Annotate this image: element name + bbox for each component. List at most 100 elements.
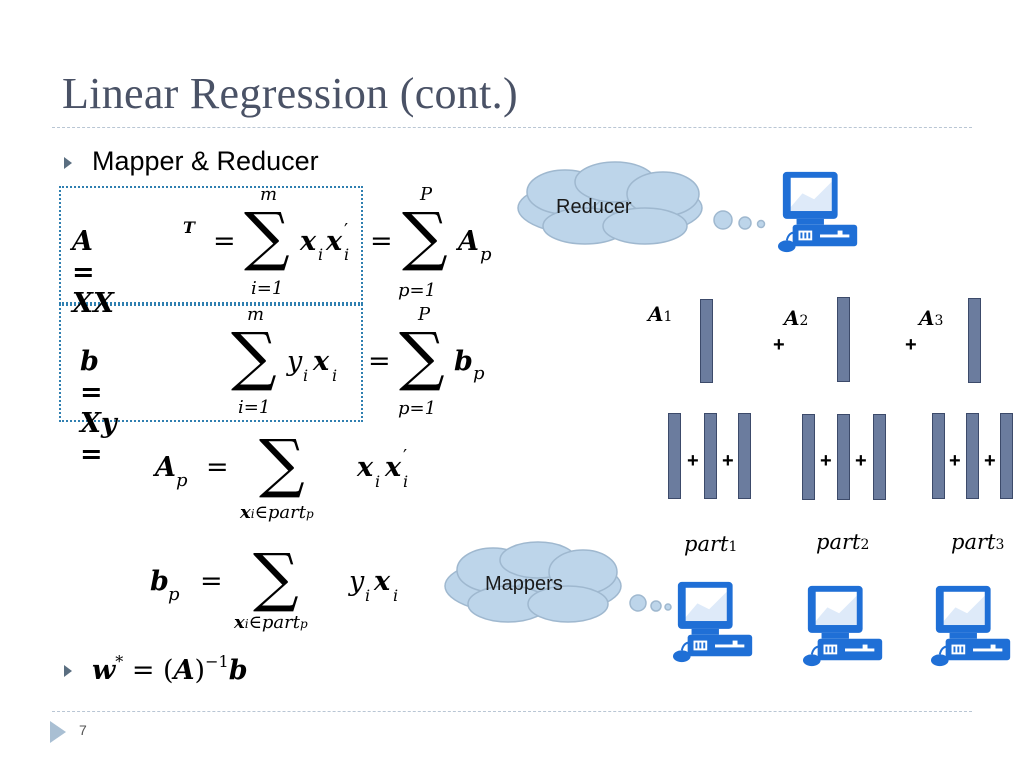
page-number: 7 (79, 722, 87, 738)
reducer-computer-icon (777, 168, 865, 256)
mapper-computer-icon (802, 582, 890, 670)
part-label-1-sub: 1 (728, 539, 738, 555)
eq-bp-lower-x: x (234, 612, 245, 633)
eq-b-upper: m (247, 304, 265, 325)
eq-ap-lhs: A (155, 452, 176, 483)
eq-b-lower: i=1 (238, 397, 271, 418)
part-label-2-name: part (816, 530, 861, 554)
title-divider (52, 127, 972, 128)
plus-sign: + (855, 450, 867, 472)
eq-bp-lhs-sub: p (168, 584, 180, 605)
eq-ap-lower-sub2: p (306, 507, 314, 521)
eq-bp-lower-sub: i (244, 617, 249, 631)
part-label-3-sub: 3 (995, 537, 1005, 553)
eq-ap-lhs-sub: p (176, 470, 188, 491)
part-label-1: part1 (684, 532, 737, 556)
a-label-3-name: A (919, 306, 935, 330)
part2-bar (873, 414, 886, 500)
footer-triangle-icon (50, 721, 66, 743)
eq-w-eq: = ( (131, 655, 174, 686)
part-label-1-name: part (684, 532, 729, 556)
mappers-cloud-icon (444, 541, 672, 623)
eq-bp-lower-sub2: p (300, 617, 308, 631)
part1-bar (668, 413, 681, 499)
equation-box-b (59, 304, 363, 422)
eq-b-lhs: b = Xy = (80, 346, 117, 470)
eq-w-lhs: w (92, 655, 116, 686)
eq-b-sum2-icon: ∑ (399, 320, 445, 394)
plus-sign: + (905, 334, 917, 356)
eq-ap-lower-x: x (240, 502, 251, 523)
bullet-text: Mapper & Reducer (92, 146, 319, 176)
part1-bar (704, 413, 717, 499)
footer-divider (52, 711, 972, 712)
part-label-3: part3 (951, 530, 1004, 554)
eq-w-b: b (228, 655, 248, 686)
eq-a-rhs-sub: p (480, 244, 492, 265)
plus-sign: + (722, 450, 734, 472)
part2-bar (837, 414, 850, 500)
eq-a-term: x (300, 226, 317, 257)
eq-a-eq: = (213, 226, 236, 257)
plus-sign: + (984, 450, 996, 472)
mapper-computer-icon (930, 582, 1018, 670)
eq-b-lower2: p=1 (398, 398, 437, 419)
eq-a-sup: T (183, 218, 195, 237)
a-label-1: A1 (648, 302, 672, 326)
eq-a-lower2: p=1 (398, 280, 437, 301)
reducer-label: Reducer (556, 196, 632, 218)
eq-b-sub2: i (332, 366, 338, 385)
a-bar-3 (968, 298, 981, 383)
slide-title: Linear Regression (cont.) (62, 69, 518, 118)
bullet-triangle-icon (64, 157, 72, 169)
part-label-3-name: part (951, 530, 996, 554)
eq-a-prime: ′ (344, 220, 349, 241)
eq-w-sup: * (115, 652, 124, 671)
eq-b-rhs: b (454, 346, 473, 377)
part3-bar (966, 413, 979, 499)
bullet-triangle-icon (64, 665, 72, 677)
mappers-label: Mappers (485, 573, 563, 595)
eq-b-sum-icon: ∑ (231, 320, 277, 394)
part-label-2: part2 (816, 530, 869, 554)
part1-bar (738, 413, 751, 499)
a-bar-1 (700, 299, 713, 383)
eq-ap-term2: x (385, 452, 402, 483)
part3-bar (932, 413, 945, 499)
a-label-3: A3 (919, 306, 943, 330)
plus-sign: + (687, 450, 699, 472)
part2-bar (802, 414, 815, 500)
eq-b-term: y (287, 346, 303, 377)
plus-sign: + (949, 450, 961, 472)
eq-a-upper: m (260, 184, 278, 205)
eq-a-sub: i (318, 245, 324, 264)
a-label-3-sub: 3 (934, 313, 944, 329)
eq-ap-sum-icon: ∑ (259, 427, 305, 501)
a-label-2: A2 (784, 306, 808, 330)
eq-bp-eq: = (200, 566, 223, 597)
eq-ap-lower: xi∈partp (240, 502, 314, 523)
eq-b-upper2: P (418, 304, 431, 325)
eq-a-rhs: A (458, 226, 479, 257)
eq-w-a: A (173, 655, 195, 686)
plus-sign: + (773, 334, 785, 356)
eq-b-sub: i (303, 366, 309, 385)
eq-ap-lower-sub: i (250, 507, 255, 521)
eq-bp-lhs: b (150, 566, 169, 597)
eq-bp-lower-rest: ∈part (248, 612, 300, 633)
eq-ap-lower-rest: ∈part (254, 502, 306, 523)
eq-a-term2: x (326, 226, 343, 257)
eq-ap-eq: = (206, 452, 229, 483)
eq-ap-prime: ′ (403, 446, 408, 467)
part3-bar (1000, 413, 1013, 499)
plus-sign: + (820, 450, 832, 472)
eq-w-inv: −1 (205, 652, 229, 671)
a-label-2-sub: 2 (799, 313, 809, 329)
equation-box-a (59, 186, 363, 304)
eq-bp-sub: i (365, 586, 371, 605)
eq-w-close: ) (194, 655, 206, 686)
eq-ap-term: x (357, 452, 374, 483)
a-label-1-sub: 1 (663, 309, 673, 325)
eq-ap-sub2: i (403, 472, 409, 491)
reducer-cloud-icon (517, 161, 766, 245)
